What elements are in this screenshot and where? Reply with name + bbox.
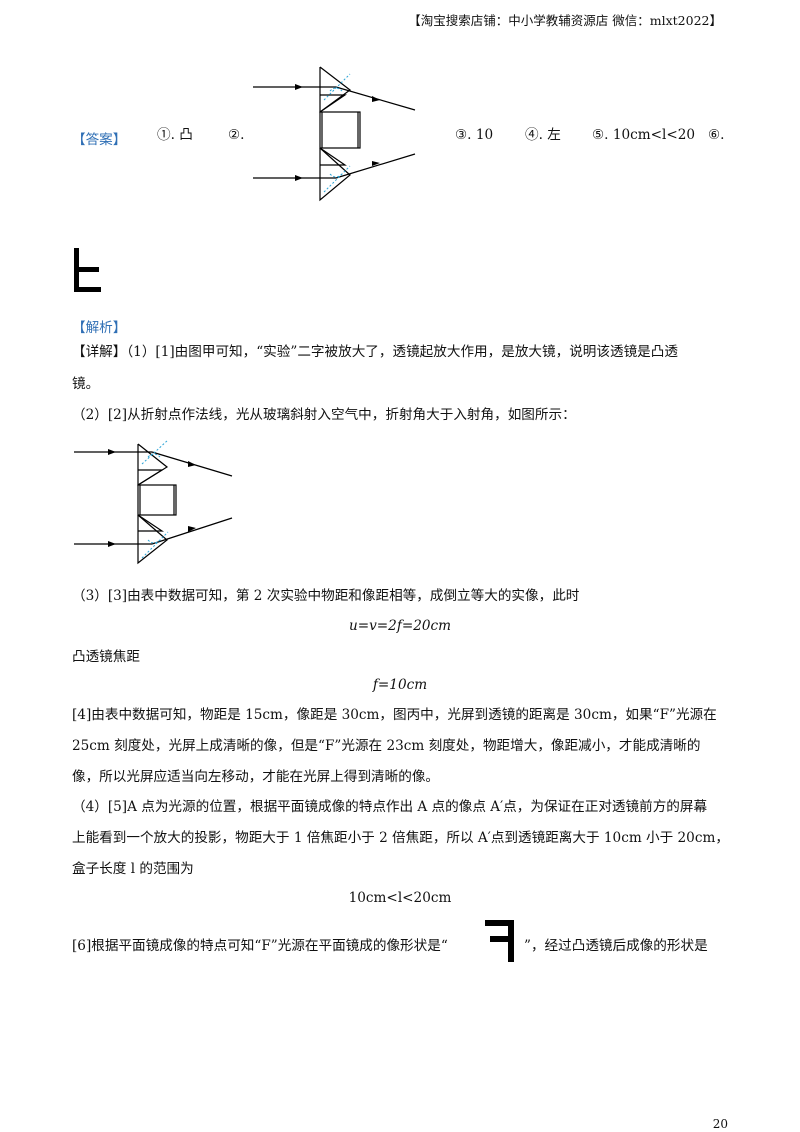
analysis-tag: 【解析】 — [72, 320, 127, 336]
answer-text-4: 左 — [547, 127, 561, 143]
answer-glyph-shape — [74, 248, 101, 292]
detail-p7a: [6]根据平面镜成像的特点可知“F”光源在平面镜成的像形状是“ — [72, 938, 448, 954]
detail-p2: （2）[2]从折射点作法线，光从玻璃斜射入空气中，折射角大于入射角，如图所示： — [72, 407, 576, 423]
answer-item-1: ①. 凸 — [157, 127, 193, 143]
answer-num-6: ⑥. — [708, 127, 725, 143]
mirror-f-glyph — [485, 920, 514, 962]
page-number: 20 — [712, 1117, 728, 1131]
equation-3: 10cm<l<20cm — [348, 890, 452, 906]
answer-text-3: 10 — [475, 127, 494, 143]
equation-1: u=v=2f=20cm — [348, 618, 452, 634]
answer-text-5: 10cm<l<20 — [612, 127, 696, 143]
detail-p5c: 像，所以光屏应适当向左移动，才能在光屏上得到清晰的像。 — [72, 769, 440, 785]
answer-num-2: ②. — [228, 127, 245, 143]
answer-num-5: ⑤. — [592, 127, 609, 143]
answer-num-4: ④. — [525, 127, 543, 143]
detail-p7b: ”，经过凸透镜后成像的形状是 — [524, 938, 708, 954]
answer-glyph — [70, 244, 104, 309]
detail-p1a: （1）[1]由图甲可知，“实验”二字被放大了，透镜起放大作用，是放大镜，说明该透… — [126, 344, 678, 360]
equation-2: f=10cm — [372, 677, 428, 693]
detail-p1b: 镜。 — [72, 376, 100, 392]
detail-p6b: 上能看到一个放大的投影，物距大于 1 倍焦距小于 2 倍焦距，所以 A′点到透镜… — [72, 830, 729, 846]
answer-num-1: ①. — [157, 127, 175, 143]
answer-item-5: ⑤. 10cm<l<20 — [592, 127, 696, 143]
detail-tag: 【详解】 — [72, 344, 127, 360]
detail-p5b: 25cm 刻度处，光屏上成清晰的像，但是“F”光源在 23cm 刻度处，物距增大… — [72, 738, 701, 754]
analysis-refraction-diagram — [74, 439, 233, 565]
detail-p6a: （4）[5]A 点为光源的位置，根据平面镜成像的特点作出 A 点的像点 A′点，… — [72, 799, 708, 815]
detail-paragraph-1: 【详解】（1）[1]由图甲可知，“实验”二字被放大了，透镜起放大作用，是放大镜，… — [72, 344, 678, 360]
detail-p5a: [4]由表中数据可知，物距是 15cm，像距是 30cm，图丙中，光屏到透镜的距… — [72, 707, 717, 723]
answer-item-3: ③. 10 — [455, 127, 494, 143]
answer-item-2: ②. — [228, 127, 245, 143]
answer-item-4: ④. 左 — [525, 127, 561, 143]
detail-p6c: 盒子长度 l 的范围为 — [72, 861, 194, 877]
answer-text-1: 凸 — [179, 127, 193, 143]
answer-refraction-diagram — [253, 66, 416, 202]
header-shop-text: 【淘宝搜索店铺：中小学教辅资源店 微信：mlxt2022】 — [408, 13, 722, 28]
detail-p3: （3）[3]由表中数据可知，第 2 次实验中物距和像距相等，成倒立等大的实像，此… — [72, 588, 580, 604]
answer-num-3: ③. — [455, 127, 472, 143]
detail-p4: 凸透镜焦距 — [72, 649, 140, 665]
answer-tag: 【答案】 — [72, 132, 127, 148]
answer-item-6: ⑥. — [708, 127, 725, 143]
